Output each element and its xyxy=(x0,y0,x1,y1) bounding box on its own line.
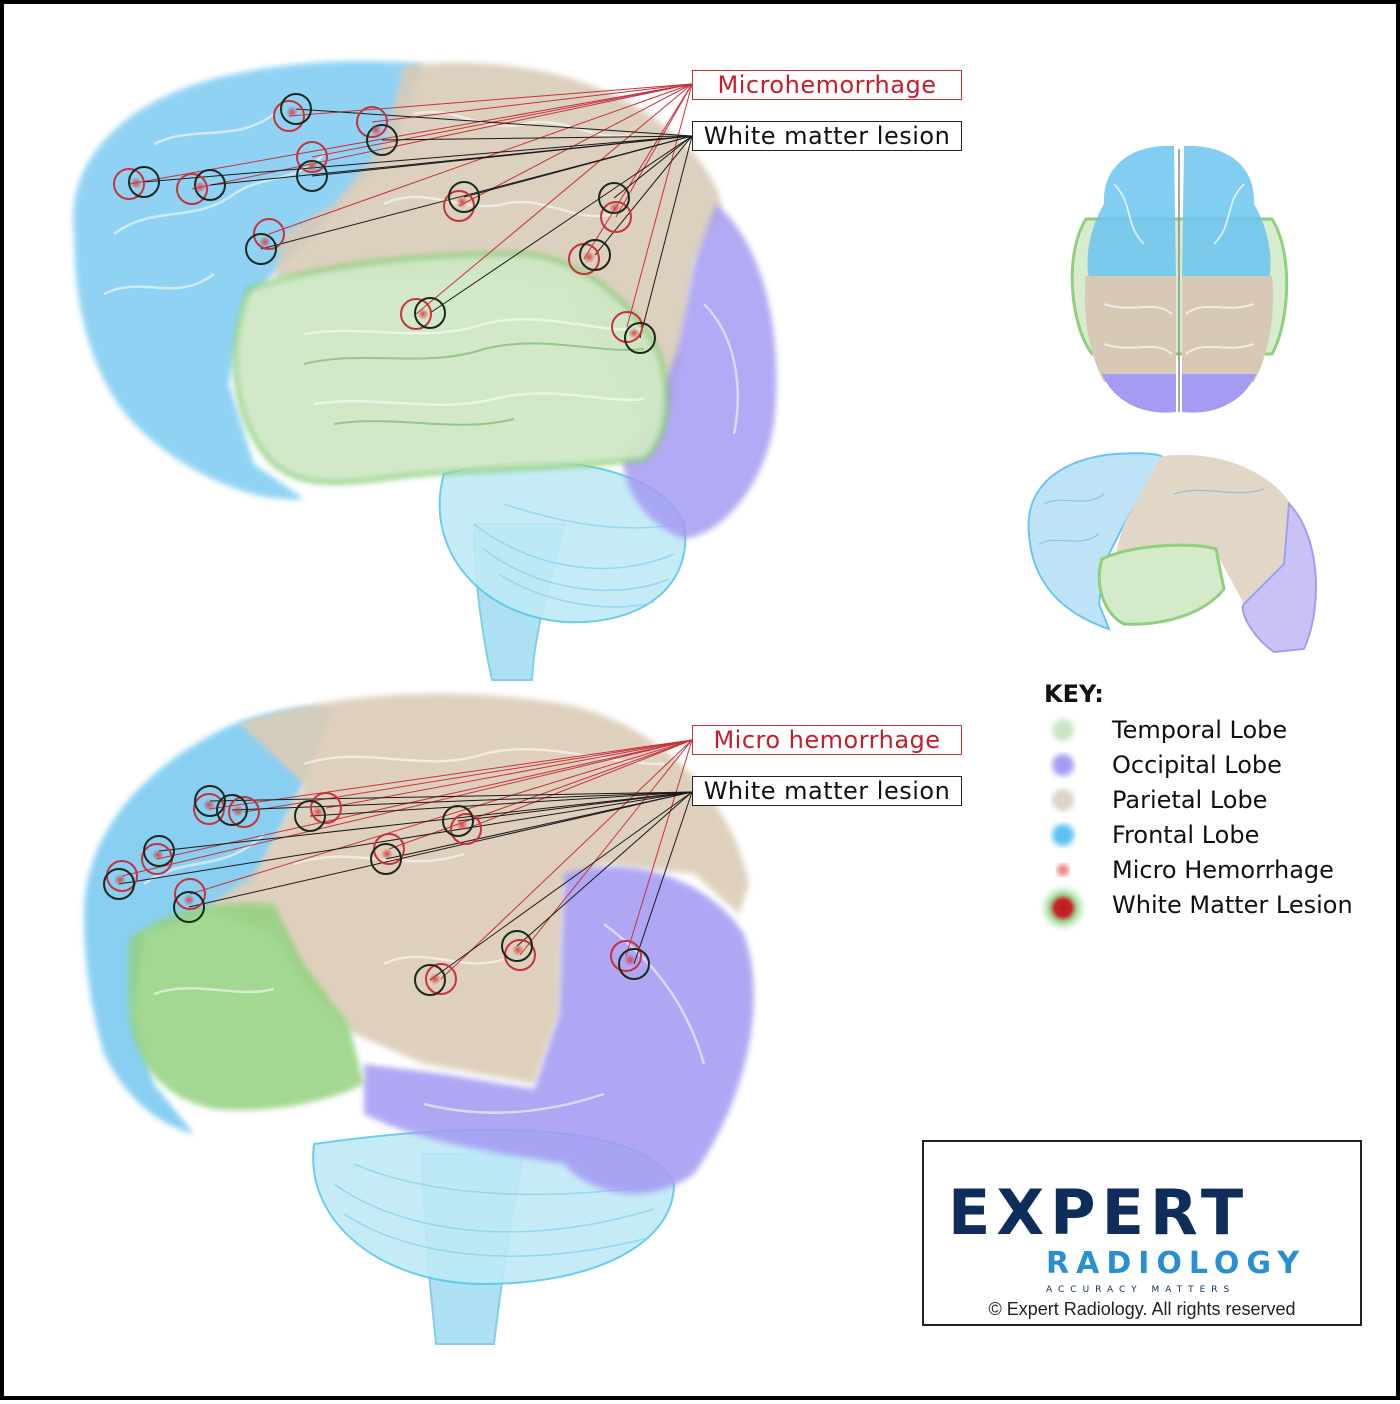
small-top-occipital-lobe xyxy=(1102,374,1256,413)
bottom-microhemorrhage-label: Micro hemorrhage xyxy=(692,725,962,755)
logo-tagline: ACCURACY MATTERS xyxy=(1046,1285,1236,1295)
small-lateral-view xyxy=(1027,452,1317,654)
key-hemorrhage-swatch xyxy=(1057,864,1069,876)
top-brain-lateral-view xyxy=(73,61,777,681)
bottom-lesion-markers xyxy=(103,785,650,996)
key-white-matter-swatch xyxy=(1039,884,1087,932)
bottom-white-matter-markers xyxy=(103,785,650,996)
key-item-parietal: Parietal Lobe xyxy=(1034,784,1394,818)
bottom-brain-lateral-view xyxy=(84,693,754,1345)
top-white-matter-label: White matter lesion xyxy=(692,121,962,151)
key-label-hemorrhage: Micro Hemorrhage xyxy=(1112,856,1334,884)
small-side-temporal-lobe xyxy=(1097,543,1226,626)
key-item-hemorrhage: Micro Hemorrhage xyxy=(1034,854,1394,888)
logo-wordmark-radiology: RADIOLOGY xyxy=(1046,1246,1307,1281)
small-top-parietal-lobe xyxy=(1084,276,1274,382)
logo-box: EXPERT RADIOLOGY ACCURACY MATTERS © Expe… xyxy=(922,1140,1362,1326)
key-label-temporal: Temporal Lobe xyxy=(1112,716,1288,744)
bottom-parietal-lobe xyxy=(204,693,749,1084)
bottom-white-matter-label: White matter lesion xyxy=(692,776,962,806)
key-item-temporal: Temporal Lobe xyxy=(1034,714,1394,748)
top-hemorrhage-markers xyxy=(113,100,643,343)
top-white-matter-markers xyxy=(128,93,656,354)
key-frontal-swatch xyxy=(1052,824,1074,846)
logo-wordmark-expert: EXPERT xyxy=(948,1176,1250,1249)
copyright-text: © Expert Radiology. All rights reserved xyxy=(988,1299,1296,1319)
bottom-frontal-lobe xyxy=(84,707,334,1134)
top-temporal-lobe xyxy=(233,251,669,485)
small-side-frontal-lobe xyxy=(1027,452,1166,631)
top-frontal-lobe xyxy=(73,61,424,500)
bottom-leader-lines xyxy=(118,739,693,981)
key-title: KEY: xyxy=(1044,680,1104,708)
key-item-occipital: Occipital Lobe xyxy=(1034,749,1394,783)
brain-illustration xyxy=(73,61,1317,1345)
small-side-occipital-lobe xyxy=(1241,501,1317,654)
key-item-white-matter: White Matter Lesion xyxy=(1034,889,1394,923)
bottom-temporal-lobe xyxy=(129,902,364,1111)
top-leader-lines xyxy=(128,83,693,339)
small-superior-view xyxy=(1070,145,1289,413)
key-parietal-swatch xyxy=(1052,789,1074,811)
key-label-white-matter: White Matter Lesion xyxy=(1112,891,1353,919)
small-top-frontal-lobe xyxy=(1087,145,1271,279)
key-label-frontal: Frontal Lobe xyxy=(1112,821,1260,849)
key-label-occipital: Occipital Lobe xyxy=(1112,751,1282,779)
top-microhemorrhage-label: Microhemorrhage xyxy=(692,70,962,100)
top-occipital-lobe xyxy=(623,204,777,539)
key-swatches xyxy=(1039,719,1087,932)
key-item-frontal: Frontal Lobe xyxy=(1034,819,1394,853)
key-temporal-swatch xyxy=(1052,719,1074,741)
key-label-parietal: Parietal Lobe xyxy=(1112,786,1268,814)
top-lesion-markers xyxy=(113,93,656,354)
top-cerebellum xyxy=(438,461,687,624)
key-occipital-swatch xyxy=(1052,754,1074,776)
